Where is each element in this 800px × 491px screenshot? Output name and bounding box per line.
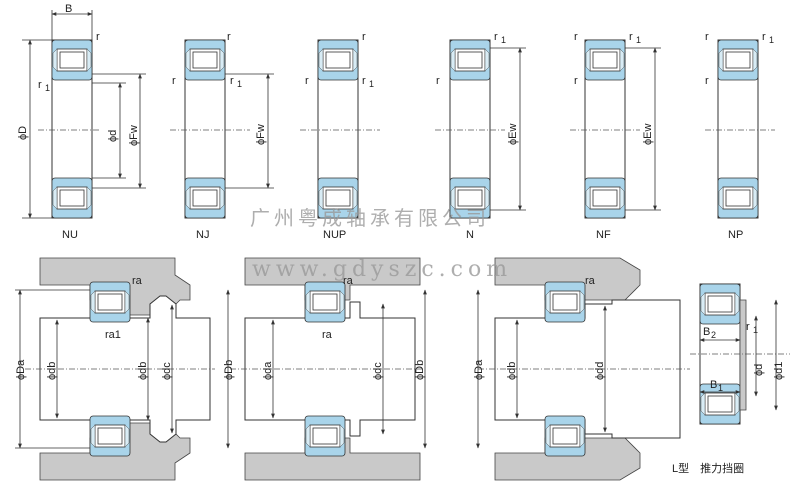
watermark-company: 广州粤成轴承有限公司 (250, 206, 490, 230)
svg-text:ϕDa: ϕDa (15, 359, 27, 380)
svg-text:ra: ra (132, 275, 143, 287)
caption-np: NP (728, 229, 743, 241)
type-np: r r r 1 NP (705, 31, 775, 241)
label-b: B (65, 3, 72, 15)
svg-text:1: 1 (769, 35, 774, 45)
caption-nf: NF (596, 229, 611, 241)
svg-text:r: r (436, 75, 440, 87)
svg-text:r: r (362, 31, 366, 43)
mounting-2: ϕDb ϕda ϕdc ϕDb ra ra (223, 257, 427, 481)
caption-n: N (466, 229, 474, 241)
svg-text:1: 1 (718, 383, 723, 393)
type-n: ϕEw r 1 r N (435, 31, 526, 241)
svg-text:B: B (703, 326, 710, 338)
svg-text:r: r (574, 31, 578, 43)
svg-text:1: 1 (501, 35, 506, 45)
l-type-thrust-collar: B 2 B 1 r 1 ϕd ϕd1 L型 推力挡圈 (672, 283, 790, 475)
label-phi-d-inner: ϕd (107, 130, 119, 142)
label-phi-d-outer: ϕD (17, 126, 29, 140)
svg-text:ra: ra (343, 275, 354, 287)
label-nf-phi-ew: ϕEw (642, 124, 654, 145)
type-nf: ϕEw r r r 1 NF (570, 31, 661, 241)
svg-text:ra: ra (585, 275, 596, 287)
svg-text:r: r (362, 75, 366, 87)
svg-text:1: 1 (237, 79, 242, 89)
mounting-1: ϕDa ϕdb ϕdb ϕdc ra ra1 (15, 257, 215, 481)
svg-text:r: r (629, 31, 633, 43)
svg-text:1: 1 (636, 35, 641, 45)
type-nup: r r r 1 NUP (300, 31, 380, 241)
svg-text:ra: ra (322, 329, 333, 341)
svg-text:ϕdc: ϕdc (161, 362, 173, 380)
svg-text:ϕdb: ϕdb (137, 362, 149, 380)
svg-text:ra1: ra1 (105, 329, 121, 341)
svg-text:r: r (172, 75, 176, 87)
svg-text:ϕdd: ϕdd (594, 362, 606, 380)
label-phi-fw: ϕFw (128, 125, 140, 146)
svg-text:2: 2 (711, 330, 716, 340)
svg-text:r: r (574, 75, 578, 87)
svg-text:ϕDb: ϕDb (414, 360, 426, 380)
label-r1: r (38, 79, 42, 91)
svg-text:ϕdc: ϕdc (372, 362, 384, 380)
svg-text:r: r (305, 75, 309, 87)
watermark-url: www.gdyszc.com (252, 257, 512, 282)
svg-text:ϕDa: ϕDa (473, 359, 485, 380)
caption-l-type: L型 推力挡圈 (672, 461, 744, 475)
svg-text:ϕdb: ϕdb (506, 362, 518, 380)
caption-nup: NUP (323, 229, 346, 241)
label-n-phi-ew: ϕEw (507, 124, 519, 145)
type-nj: ϕFw r r r 1 NJ (170, 31, 274, 241)
svg-text:1: 1 (45, 83, 50, 93)
svg-text:r: r (705, 75, 709, 87)
svg-text:r: r (230, 75, 234, 87)
label-nj-phi-fw: ϕFw (255, 124, 267, 145)
svg-text:r: r (227, 31, 231, 43)
caption-nj: NJ (196, 229, 209, 241)
svg-text:r: r (746, 321, 750, 333)
label-r: r (96, 31, 100, 43)
svg-text:ϕd: ϕd (753, 364, 765, 376)
type-nu: B ϕD ϕd ϕFw r r 1 NU (17, 3, 146, 241)
svg-text:1: 1 (369, 79, 374, 89)
svg-text:ϕda: ϕda (262, 361, 274, 380)
svg-text:ϕdb: ϕdb (46, 362, 58, 380)
svg-text:ϕd1: ϕd1 (773, 362, 785, 380)
svg-text:r: r (762, 31, 766, 43)
mounting-3: ϕDa ϕdb ϕdd ra (473, 257, 690, 481)
caption-nu: NU (62, 229, 78, 241)
svg-text:r: r (494, 31, 498, 43)
svg-text:ϕDb: ϕDb (223, 360, 235, 380)
svg-text:r: r (705, 31, 709, 43)
svg-text:B: B (710, 379, 717, 391)
svg-text:1: 1 (753, 325, 758, 335)
